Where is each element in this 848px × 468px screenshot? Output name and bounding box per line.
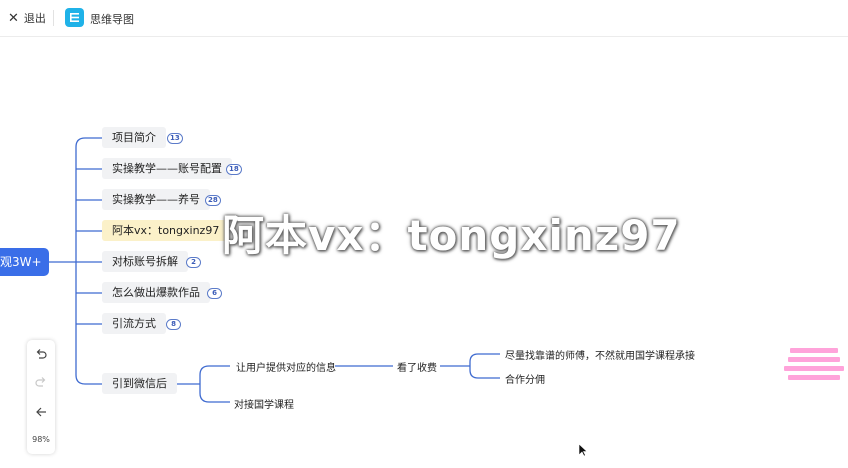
branch-node-nurture[interactable]: 实操教学——养号 [102, 189, 210, 210]
count-badge[interactable]: 18 [226, 164, 242, 175]
branch-node-contact[interactable]: 阿本vx：tongxinz97 [102, 220, 230, 241]
connector-b1 [75, 137, 102, 148]
child-node-user-info[interactable]: 让用户提供对应的信息 [236, 363, 336, 374]
connector-c1 [199, 365, 230, 376]
branch-node-traffic[interactable]: 引流方式 [102, 313, 166, 334]
child-node-guoxue[interactable]: 对接国学课程 [234, 400, 294, 411]
collapse-icon[interactable] [27, 406, 55, 422]
count-badge[interactable]: 6 [207, 288, 222, 299]
child-node-commission[interactable]: 合作分佣 [505, 375, 545, 386]
view-tool-panel: 98% [27, 340, 55, 454]
watermark-overlay: 阿本vx：tongxinz97 [222, 211, 681, 260]
exit-label: 退出 [23, 12, 46, 25]
count-badge[interactable]: 8 [166, 319, 181, 330]
child-node-reliable-master[interactable]: 尽量找靠谱的师傅，不然就用国学课程承接 [505, 351, 695, 362]
zoom-level[interactable]: 98% [32, 435, 50, 444]
toolbar-divider [53, 10, 54, 26]
top-bar: ✕ 退出 思维导图 [0, 0, 848, 37]
connector-g1 [469, 353, 500, 363]
undo-icon[interactable] [27, 348, 55, 364]
connector-g2 [469, 362, 500, 379]
count-badge[interactable]: 13 [167, 133, 183, 144]
exit-button[interactable]: ✕ 退出 [8, 9, 46, 27]
connector-c2 [199, 375, 230, 403]
watermark-stamp [782, 347, 846, 396]
redo-icon[interactable] [27, 376, 55, 392]
branch-node-benchmark[interactable]: 对标账号拆解 [102, 251, 188, 272]
child-node-see-fee[interactable]: 看了收费 [397, 363, 437, 374]
branch-node-intro[interactable]: 项目简介 [102, 127, 166, 148]
count-badge[interactable]: 2 [186, 257, 201, 268]
mindmap-icon [65, 8, 84, 27]
app-title: 思维导图 [90, 13, 134, 26]
close-icon: ✕ [8, 10, 19, 26]
root-node[interactable]: 观3W+ [0, 248, 49, 276]
connector-b8 [75, 147, 102, 385]
branch-node-wechat[interactable]: 引到微信后 [102, 373, 177, 394]
count-badge[interactable]: 28 [205, 195, 221, 206]
branch-node-account-setup[interactable]: 实操教学——账号配置 [102, 158, 232, 179]
mouse-cursor [578, 443, 588, 457]
branch-node-viral-content[interactable]: 怎么做出爆款作品 [102, 282, 210, 303]
